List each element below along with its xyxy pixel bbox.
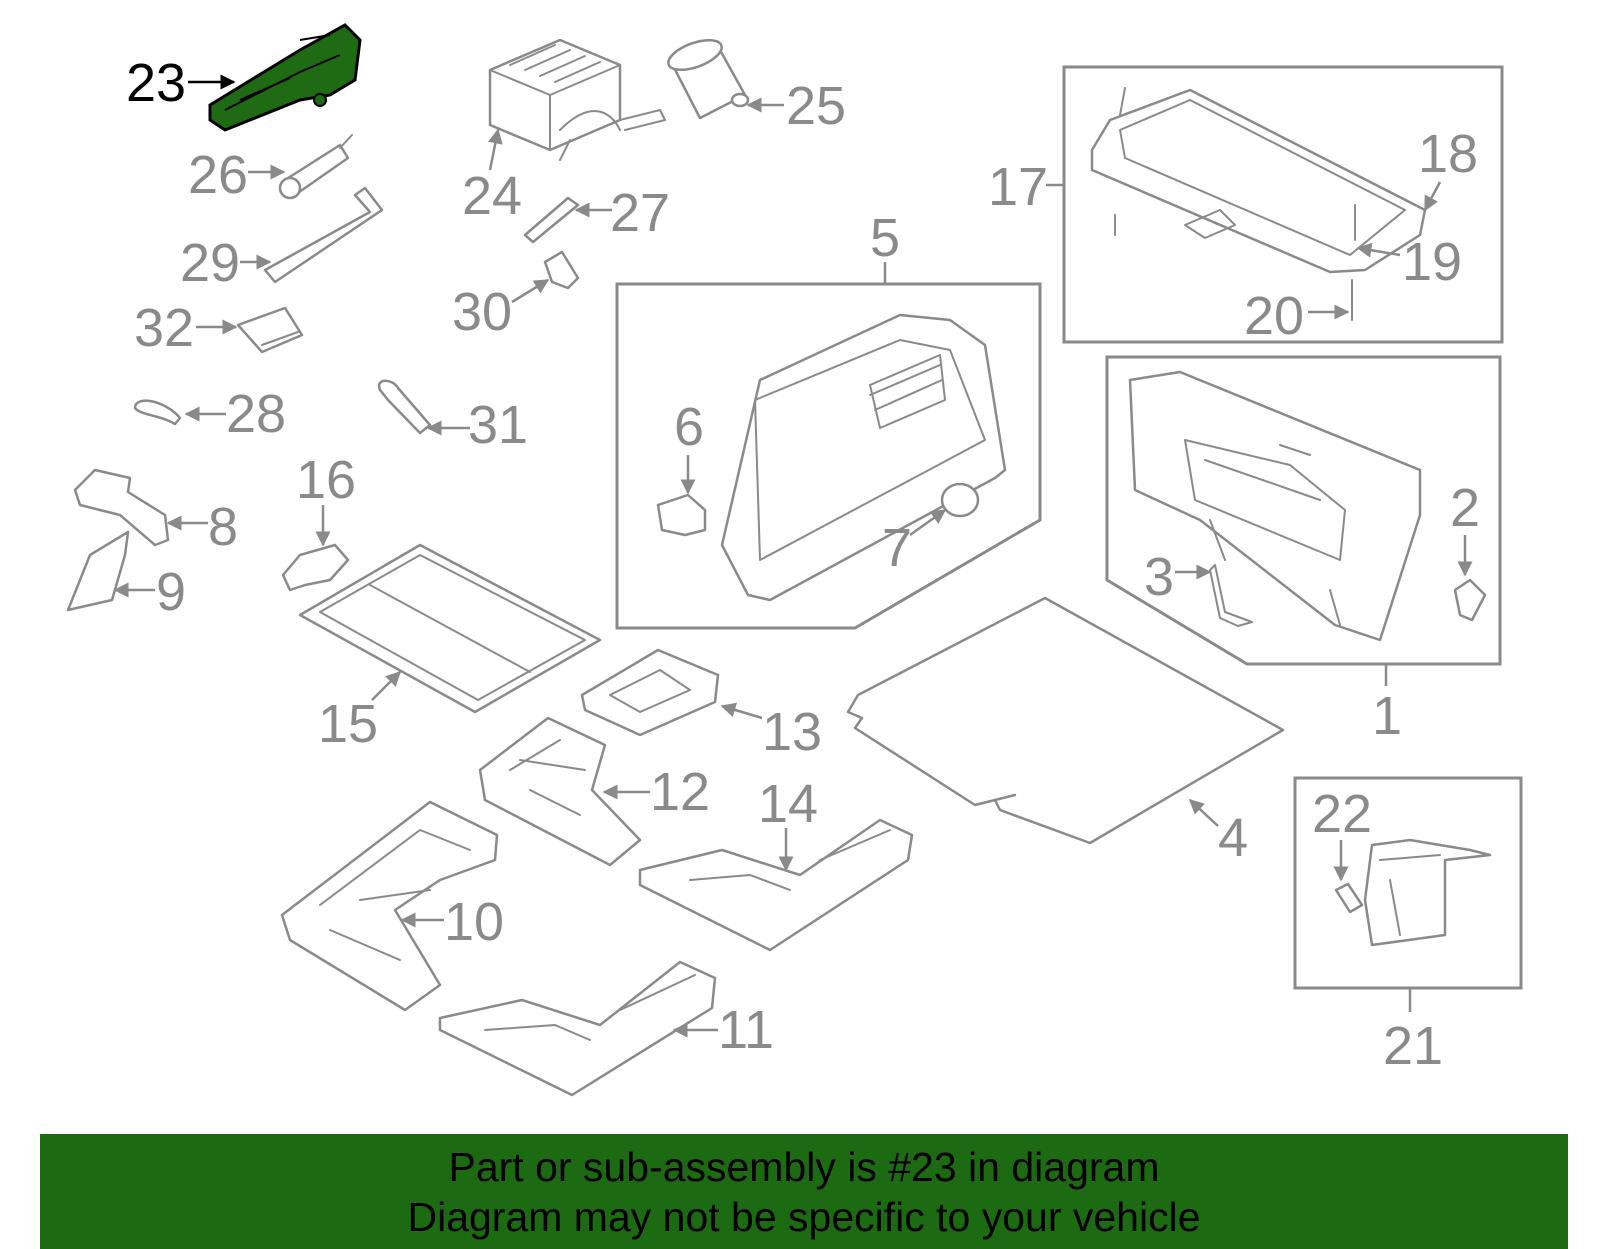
part-29-wrench bbox=[263, 186, 384, 284]
callout-21[interactable]: 21 bbox=[1383, 1016, 1443, 1076]
leader-19 bbox=[1356, 242, 1401, 258]
part-11-insert bbox=[438, 960, 717, 1097]
callout-24[interactable]: 24 bbox=[462, 166, 522, 226]
callout-26[interactable]: 26 bbox=[188, 145, 248, 205]
box-21 bbox=[1293, 776, 1523, 1012]
callout-31[interactable]: 31 bbox=[468, 395, 528, 455]
part-12-insert bbox=[478, 716, 642, 867]
callout-20[interactable]: 20 bbox=[1244, 286, 1304, 346]
part-31-hook bbox=[377, 379, 432, 435]
part-14-insert bbox=[638, 818, 914, 952]
part-3-bracket bbox=[1209, 564, 1253, 627]
callout-10[interactable]: 10 bbox=[444, 892, 504, 952]
callout-15[interactable]: 15 bbox=[318, 694, 378, 754]
part-8-bracket bbox=[73, 468, 170, 547]
box-17 bbox=[1046, 65, 1504, 344]
info-banner: Part or sub-assembly is #23 in diagram D… bbox=[40, 1134, 1568, 1249]
part-10-floor-tray bbox=[280, 800, 499, 1012]
callout-3[interactable]: 3 bbox=[1144, 547, 1174, 607]
callout-2[interactable]: 2 bbox=[1450, 478, 1480, 538]
part-28-clip bbox=[133, 399, 182, 426]
part-23-jack[interactable] bbox=[208, 23, 362, 132]
part-6-clip bbox=[656, 493, 707, 537]
callout-14[interactable]: 14 bbox=[758, 774, 818, 834]
callout-9[interactable]: 9 bbox=[156, 562, 186, 622]
callout-4[interactable]: 4 bbox=[1218, 808, 1248, 868]
callout-7[interactable]: 7 bbox=[882, 518, 912, 578]
part-17-parcel-shelf bbox=[1090, 87, 1427, 274]
part-2-clip bbox=[1453, 578, 1487, 622]
box-1 bbox=[1105, 355, 1502, 686]
part-30-bracket bbox=[543, 250, 580, 290]
callout-32[interactable]: 32 bbox=[134, 298, 194, 358]
callout-19[interactable]: 19 bbox=[1402, 232, 1462, 292]
part-7-cap bbox=[940, 482, 980, 518]
banner-line-1: Part or sub-assembly is #23 in diagram bbox=[448, 1143, 1160, 1190]
leader-4 bbox=[1188, 798, 1219, 827]
part-15-cover bbox=[298, 543, 602, 714]
leader-30 bbox=[511, 278, 550, 304]
callout-22[interactable]: 22 bbox=[1312, 784, 1372, 844]
part-1-back-trim bbox=[1128, 370, 1422, 642]
part-27-strip bbox=[523, 196, 580, 244]
banner-line-2: Diagram may not be specific to your vehi… bbox=[407, 1193, 1201, 1240]
callout-30[interactable]: 30 bbox=[452, 282, 512, 342]
part-24-module bbox=[488, 38, 666, 161]
callout-11[interactable]: 11 bbox=[718, 1000, 774, 1060]
callout-6[interactable]: 6 bbox=[674, 397, 704, 457]
part-9-panel bbox=[66, 530, 130, 612]
leader-13 bbox=[720, 702, 763, 720]
part-13-tray bbox=[580, 648, 720, 737]
box-5 bbox=[615, 262, 1042, 630]
callout-5[interactable]: 5 bbox=[870, 208, 900, 268]
callout-29[interactable]: 29 bbox=[180, 233, 240, 293]
leader-15 bbox=[371, 670, 402, 701]
part-32-plate bbox=[236, 306, 304, 354]
part-5-side-trim bbox=[720, 313, 1007, 602]
leader-18 bbox=[1423, 181, 1442, 212]
callout-17[interactable]: 17 bbox=[988, 157, 1048, 217]
callout-1[interactable]: 1 bbox=[1372, 686, 1402, 746]
callout-27[interactable]: 27 bbox=[610, 183, 670, 243]
leader-7 bbox=[909, 508, 947, 537]
callout-25[interactable]: 25 bbox=[786, 76, 846, 136]
callout-23[interactable]: 23 bbox=[126, 53, 186, 113]
part-4-mat bbox=[846, 596, 1285, 845]
callout-16[interactable]: 16 bbox=[296, 450, 356, 510]
callout-8[interactable]: 8 bbox=[208, 497, 238, 557]
part-25-cylinder bbox=[667, 38, 750, 120]
callout-18[interactable]: 18 bbox=[1418, 124, 1478, 184]
callout-13[interactable]: 13 bbox=[762, 702, 822, 762]
leader-24 bbox=[487, 128, 503, 171]
part-22-clip bbox=[1334, 882, 1364, 914]
callout-28[interactable]: 28 bbox=[226, 384, 286, 444]
part-16-holder bbox=[281, 543, 350, 592]
callout-12[interactable]: 12 bbox=[650, 762, 710, 822]
part-21-pillar-trim bbox=[1363, 838, 1492, 947]
part-26-tool bbox=[278, 134, 353, 200]
